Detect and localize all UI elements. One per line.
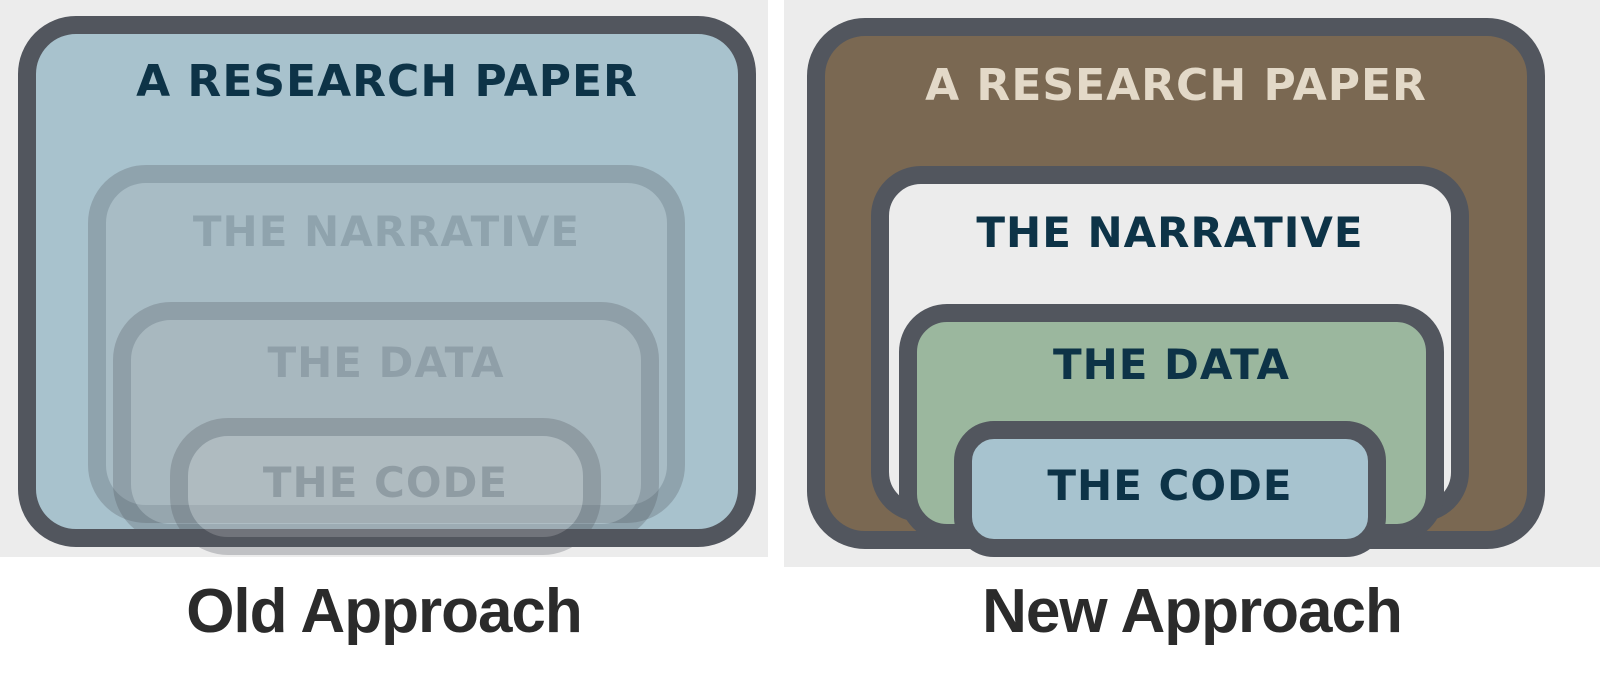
- old-narrative-label: THE NARRATIVE: [192, 207, 581, 256]
- old-data-label: THE DATA: [267, 338, 505, 387]
- old-research-paper-label: A RESEARCH PAPER: [136, 56, 638, 107]
- new-research-paper-label: A RESEARCH PAPER: [925, 60, 1427, 111]
- old-code-box: THE CODE: [170, 418, 601, 555]
- old-code-label: THE CODE: [262, 458, 509, 507]
- new-narrative-label: THE NARRATIVE: [976, 208, 1364, 257]
- new-code-label: THE CODE: [1047, 461, 1293, 510]
- new-approach-caption: New Approach: [982, 577, 1403, 646]
- new-data-label: THE DATA: [1052, 340, 1291, 389]
- old-approach-caption: Old Approach: [186, 577, 583, 646]
- old-research-paper-box: A RESEARCH PAPER: [18, 16, 756, 547]
- new-code-box: THE CODE: [954, 421, 1386, 557]
